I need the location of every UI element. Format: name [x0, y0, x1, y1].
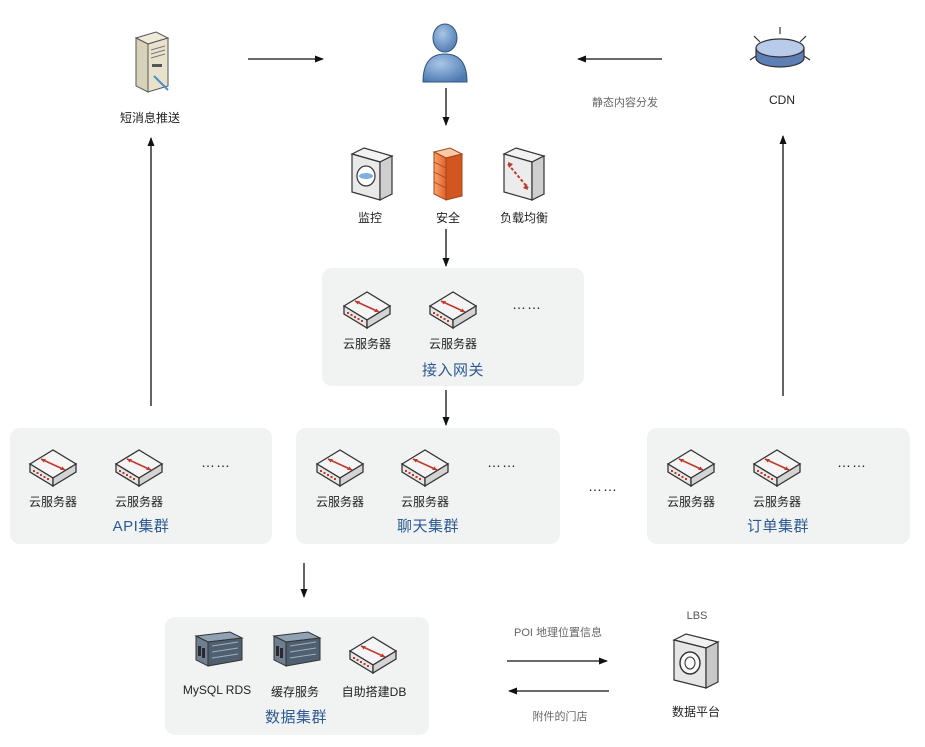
monitor-box-icon [350, 147, 394, 201]
self-built-db-label: 自助搭建DB [341, 685, 407, 699]
monitor-label: 监控 [357, 211, 382, 225]
chat-server-2-label: 云服务器 [400, 495, 449, 509]
cloud-server-icon [399, 446, 451, 488]
order-server-1-label: 云服务器 [666, 495, 715, 509]
cache-server-icon [268, 630, 322, 670]
chat-server-1-label: 云服务器 [315, 495, 364, 509]
load-balancer-label: 负载均衡 [499, 211, 548, 225]
poi-note: POI 地理位置信息 [513, 627, 602, 639]
api-ellipsis: …… [201, 454, 231, 470]
rack-server-icon [190, 630, 244, 670]
mysql-label: MySQL RDS [182, 683, 252, 697]
order-server-2-label: 云服务器 [752, 495, 801, 509]
cloud-server-icon [314, 446, 366, 488]
api-cluster-title: API集群 [112, 518, 170, 535]
api-server-2-label: 云服务器 [114, 495, 163, 509]
gateway-ellipsis: …… [512, 296, 542, 312]
sms-label: 短消息推送 [119, 111, 180, 125]
cloud-server-icon [665, 446, 717, 488]
chat-ellipsis: …… [487, 454, 517, 470]
cloud-server-icon [27, 446, 79, 488]
cache-label: 缓存服务 [270, 685, 319, 699]
load-balancer-icon [502, 147, 546, 201]
firewall-icon [432, 147, 464, 201]
chat-cluster-title: 聊天集群 [396, 518, 459, 535]
api-server-1-label: 云服务器 [28, 495, 77, 509]
order-ellipsis: …… [837, 454, 867, 470]
order-cluster-title: 订单集群 [746, 518, 809, 535]
user-icon [422, 23, 468, 83]
gateway-server-2-label: 云服务器 [428, 337, 477, 351]
cloud-server-icon [113, 446, 165, 488]
nearby-store-note: 附件的门店 [532, 711, 588, 723]
gateway-title: 接入网关 [421, 362, 484, 379]
lbs-caption: LBS [686, 610, 708, 622]
cloud-server-icon [427, 288, 479, 330]
between-clusters-ellipsis: …… [588, 478, 618, 494]
cloud-server-icon [347, 633, 399, 675]
static-distribution-note: 静态内容分发 [592, 97, 658, 109]
cdn-label: CDN [769, 93, 795, 107]
data-platform-label: 数据平台 [671, 705, 720, 719]
server-tower-icon [134, 31, 170, 93]
safety-label: 安全 [435, 211, 460, 225]
data-cluster-title: 数据集群 [264, 709, 327, 726]
cdn-disk-icon [749, 27, 811, 68]
data-platform-icon [672, 633, 720, 689]
cloud-server-icon [751, 446, 803, 488]
cloud-server-icon [341, 288, 393, 330]
gateway-server-1-label: 云服务器 [342, 337, 391, 351]
